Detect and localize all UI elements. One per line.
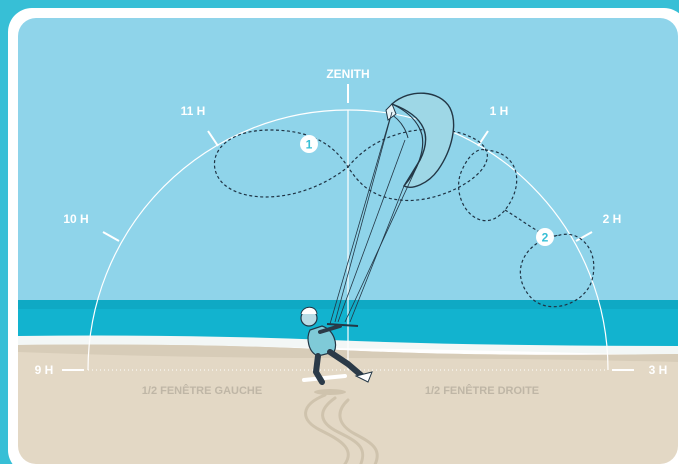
marker-2: 2	[536, 228, 554, 246]
label-9h: 9 H	[35, 363, 54, 377]
label-zenith: ZENITH	[326, 67, 369, 81]
marker-1: 1	[300, 135, 318, 153]
label-10h: 10 H	[63, 212, 88, 226]
label-1h: 1 H	[490, 104, 509, 118]
label-left-half-window: 1/2 FENÊTRE GAUCHE	[142, 384, 262, 397]
label-11h: 11 H	[181, 104, 206, 118]
label-3h: 3 H	[649, 363, 668, 377]
svg-text:2: 2	[542, 231, 549, 245]
svg-text:1: 1	[306, 138, 313, 152]
label-right-half-window: 1/2 FENÊTRE DROITE	[425, 384, 539, 397]
label-2h: 2 H	[603, 212, 622, 226]
